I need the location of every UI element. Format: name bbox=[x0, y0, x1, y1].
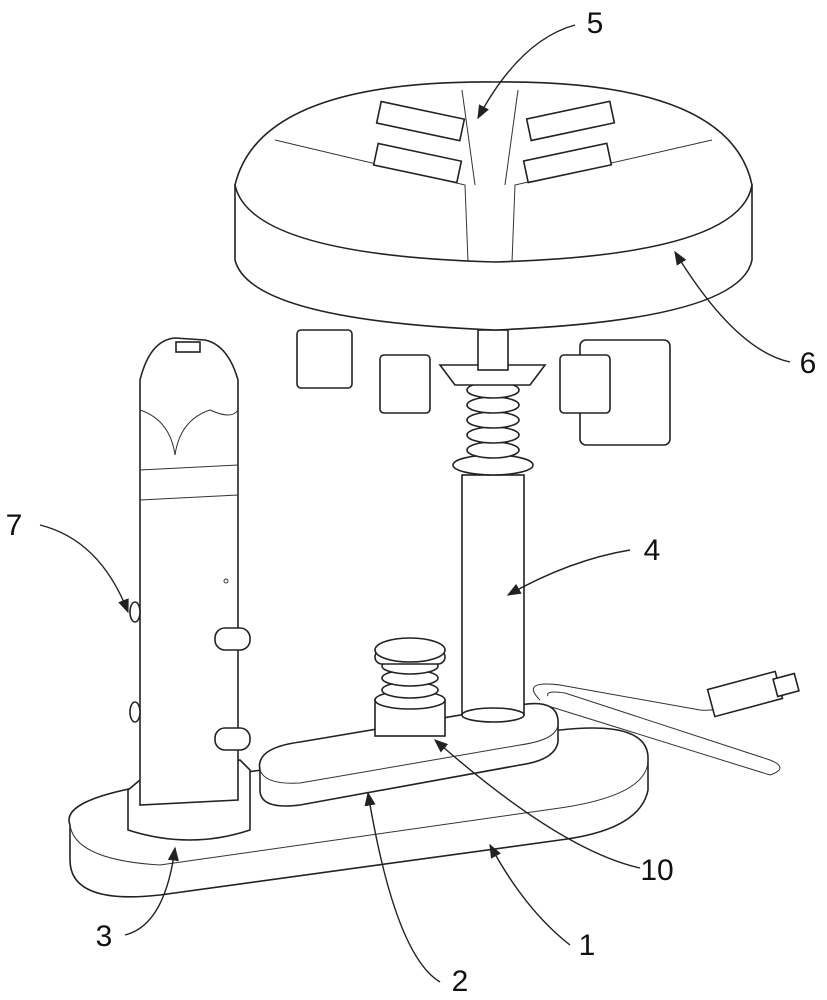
platform bbox=[258, 702, 559, 807]
push-button bbox=[374, 637, 446, 737]
support-column bbox=[452, 381, 534, 723]
spring bbox=[466, 381, 520, 459]
usb-cable bbox=[532, 670, 800, 776]
clamp-assembly bbox=[296, 329, 671, 446]
callout-2: 2 bbox=[452, 965, 469, 998]
callout-1: 1 bbox=[579, 929, 596, 962]
hinge-clips bbox=[372, 100, 616, 184]
charging-holder bbox=[127, 337, 251, 841]
leader-lines bbox=[39, 24, 791, 983]
callout-4: 4 bbox=[644, 534, 661, 567]
callout-10: 10 bbox=[640, 854, 673, 887]
rotary-head bbox=[234, 81, 753, 331]
callout-7: 7 bbox=[6, 509, 23, 542]
base-plate bbox=[68, 727, 649, 898]
callout-3: 3 bbox=[96, 920, 113, 953]
callout-6: 6 bbox=[800, 347, 817, 380]
callout-5: 5 bbox=[587, 7, 604, 40]
